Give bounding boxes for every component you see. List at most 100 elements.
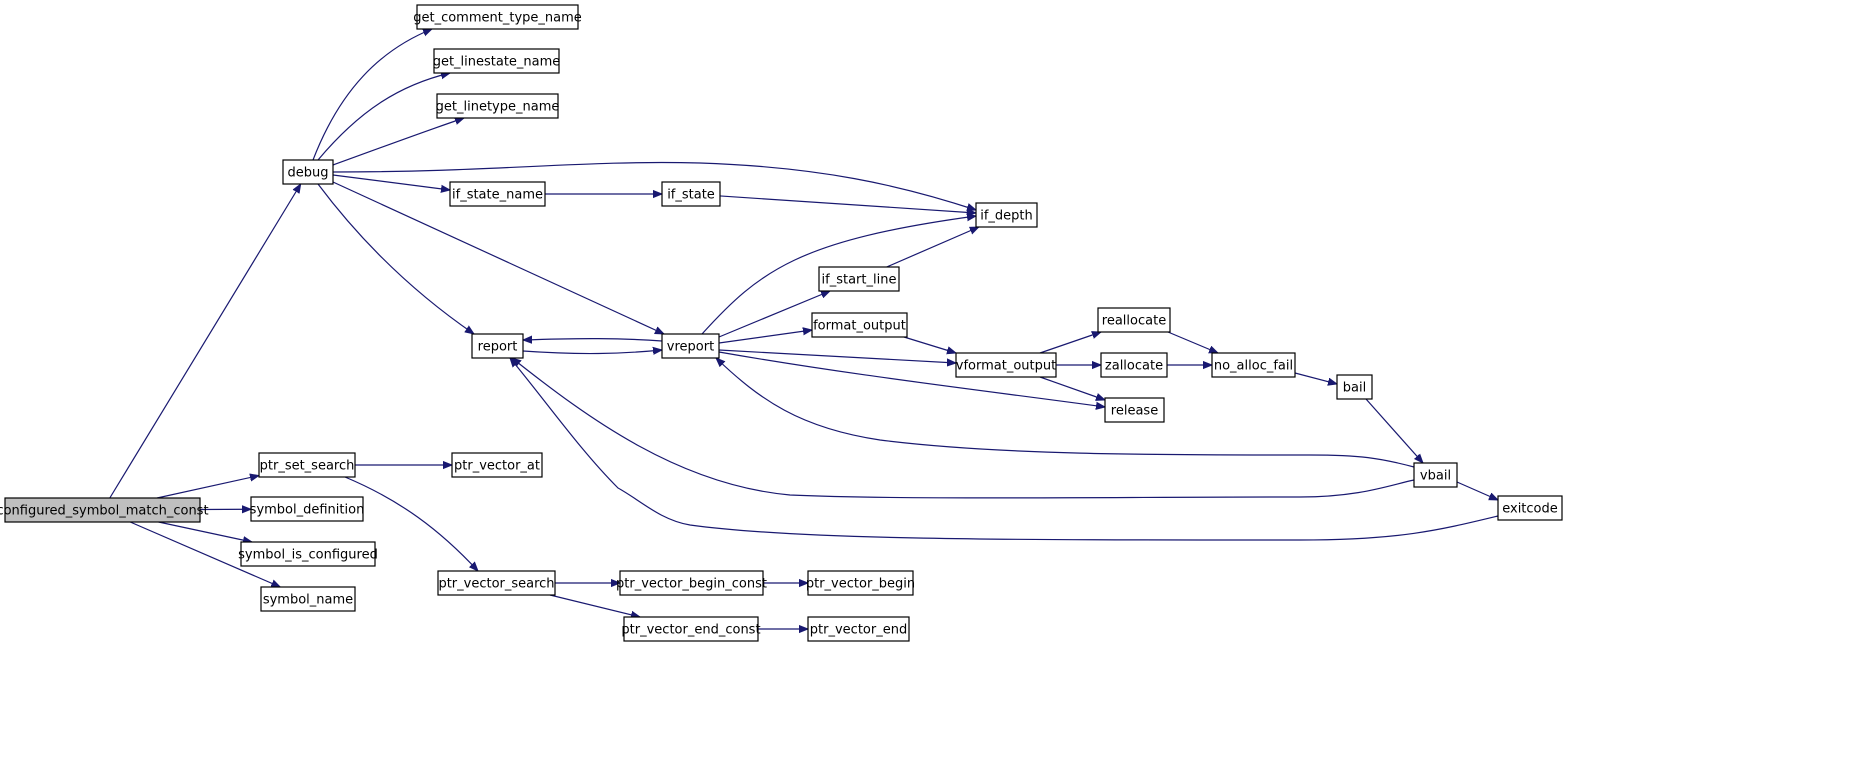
node-if-depth[interactable]: if_depth [975, 202, 1038, 228]
node-box[interactable] [258, 452, 356, 478]
edge-no_alloc_fail-to-bail [1294, 372, 1337, 384]
node-box[interactable] [955, 352, 1057, 378]
node-box[interactable] [4, 497, 201, 523]
node-report[interactable]: report [471, 333, 524, 359]
node-format-output[interactable]: format_output [811, 312, 908, 338]
node-label: no_alloc_fail [1214, 359, 1293, 374]
node-label: get_comment_type_name [413, 11, 582, 26]
edge-path [332, 118, 464, 166]
edge-report-to-vreport [522, 350, 662, 354]
node-ptr-vector-end-const[interactable]: ptr_vector_end_const [621, 616, 761, 642]
node-box[interactable] [661, 333, 720, 359]
edge-debug-to-get_linestate_name [317, 73, 450, 161]
edge-path [719, 195, 976, 213]
edge-path [158, 521, 252, 542]
node-box[interactable] [1211, 352, 1296, 378]
node-box[interactable] [471, 333, 524, 359]
node-box[interactable] [1100, 352, 1168, 378]
edge-configured_symbol_match_const-to-symbol_is_configured [158, 521, 252, 542]
node-if-state[interactable]: if_state [661, 181, 721, 207]
edge-configured_symbol_match_const-to-symbol_name [129, 521, 280, 588]
node-box[interactable] [1097, 307, 1171, 333]
node-vbail[interactable]: vbail [1413, 462, 1458, 488]
node-ptr-vector-search[interactable]: ptr_vector_search [437, 570, 556, 596]
node-symbol-is-configured[interactable]: symbol_is_configured [238, 541, 378, 567]
edge-configured_symbol_match_const-to-ptr_set_search [156, 476, 259, 499]
node-box[interactable] [619, 570, 764, 596]
node-box[interactable] [807, 570, 914, 596]
edge-path [129, 521, 280, 588]
node-box[interactable] [1104, 397, 1165, 423]
node-box[interactable] [449, 181, 546, 207]
edge-path [718, 349, 956, 363]
node-configured-symbol-match-const[interactable]: configured_symbol_match_const [0, 497, 209, 523]
node-ptr-vector-at[interactable]: ptr_vector_at [451, 452, 543, 478]
node-label: if_depth [980, 209, 1033, 224]
edge-vreport-to-format_output [718, 330, 812, 344]
node-reallocate[interactable]: reallocate [1097, 307, 1171, 333]
node-bail[interactable]: bail [1336, 374, 1373, 400]
node-box[interactable] [250, 496, 364, 522]
edge-bail-to-vbail [1365, 398, 1423, 463]
edge-path [522, 350, 662, 354]
node-if-start-line[interactable]: if_start_line [818, 266, 900, 292]
node-symbol-name[interactable]: symbol_name [260, 586, 356, 612]
node-release[interactable]: release [1104, 397, 1165, 423]
edge-path [1365, 398, 1423, 463]
node-get-linetype-name[interactable]: get_linetype_name [436, 93, 560, 119]
node-ptr-vector-end[interactable]: ptr_vector_end [807, 616, 910, 642]
node-box[interactable] [416, 4, 579, 30]
edge-path [156, 476, 259, 499]
node-box[interactable] [260, 586, 356, 612]
node-box[interactable] [623, 616, 759, 642]
node-ptr-set-search[interactable]: ptr_set_search [258, 452, 356, 478]
node-get-comment-type-name[interactable]: get_comment_type_name [413, 4, 582, 30]
node-label: if_start_line [822, 273, 897, 288]
node-box[interactable] [436, 93, 559, 119]
graph-nodes: configured_symbol_match_const debug get_co… [0, 4, 1563, 642]
node-box[interactable] [1497, 495, 1563, 521]
edge-vreport-to-report [523, 339, 663, 341]
node-box[interactable] [451, 452, 543, 478]
edge-vreport-to-vformat_output [718, 349, 956, 363]
node-box[interactable] [661, 181, 721, 207]
edge-debug-to-get_comment_type_name [312, 28, 432, 161]
node-box[interactable] [1336, 374, 1373, 400]
node-get-linestate-name[interactable]: get_linestate_name [433, 48, 561, 74]
node-box[interactable] [240, 541, 376, 567]
node-zallocate[interactable]: zallocate [1100, 352, 1168, 378]
edge-path [344, 476, 478, 571]
node-label: format_output [813, 319, 906, 334]
node-ptr-vector-begin[interactable]: ptr_vector_begin [806, 570, 915, 596]
node-vreport[interactable]: vreport [661, 333, 720, 359]
node-exitcode[interactable]: exitcode [1497, 495, 1563, 521]
node-vformat-output[interactable]: vformat_output [955, 352, 1057, 378]
node-box[interactable] [975, 202, 1038, 228]
node-box[interactable] [433, 48, 560, 74]
node-debug[interactable]: debug [282, 159, 334, 185]
node-box[interactable] [1413, 462, 1458, 488]
node-if-state-name[interactable]: if_state_name [449, 181, 546, 207]
node-box[interactable] [437, 570, 556, 596]
edge-configured_symbol_match_const-to-debug [109, 184, 301, 499]
node-label: vreport [667, 340, 714, 355]
edge-path [718, 330, 812, 344]
edge-path [332, 174, 450, 190]
edge-ptr_vector_search-to-ptr_vector_end_const [549, 594, 640, 617]
node-ptr-vector-begin-const[interactable]: ptr_vector_begin_const [616, 570, 767, 596]
node-box[interactable] [282, 159, 334, 185]
edge-path [332, 161, 976, 210]
edge-debug-to-if_depth [332, 161, 976, 210]
node-box[interactable] [807, 616, 910, 642]
node-no-alloc-fail[interactable]: no_alloc_fail [1211, 352, 1296, 378]
node-label: ptr_vector_end [810, 623, 907, 638]
node-symbol-definition[interactable]: symbol_definition [250, 496, 365, 522]
node-label: report [478, 340, 518, 355]
edge-vbail-to-exitcode [1456, 481, 1498, 501]
edge-debug-to-get_linetype_name [332, 118, 464, 166]
node-box[interactable] [811, 312, 908, 338]
node-label: ptr_vector_end_const [621, 623, 760, 638]
node-box[interactable] [818, 266, 900, 292]
edge-debug-to-if_state_name [332, 174, 450, 190]
